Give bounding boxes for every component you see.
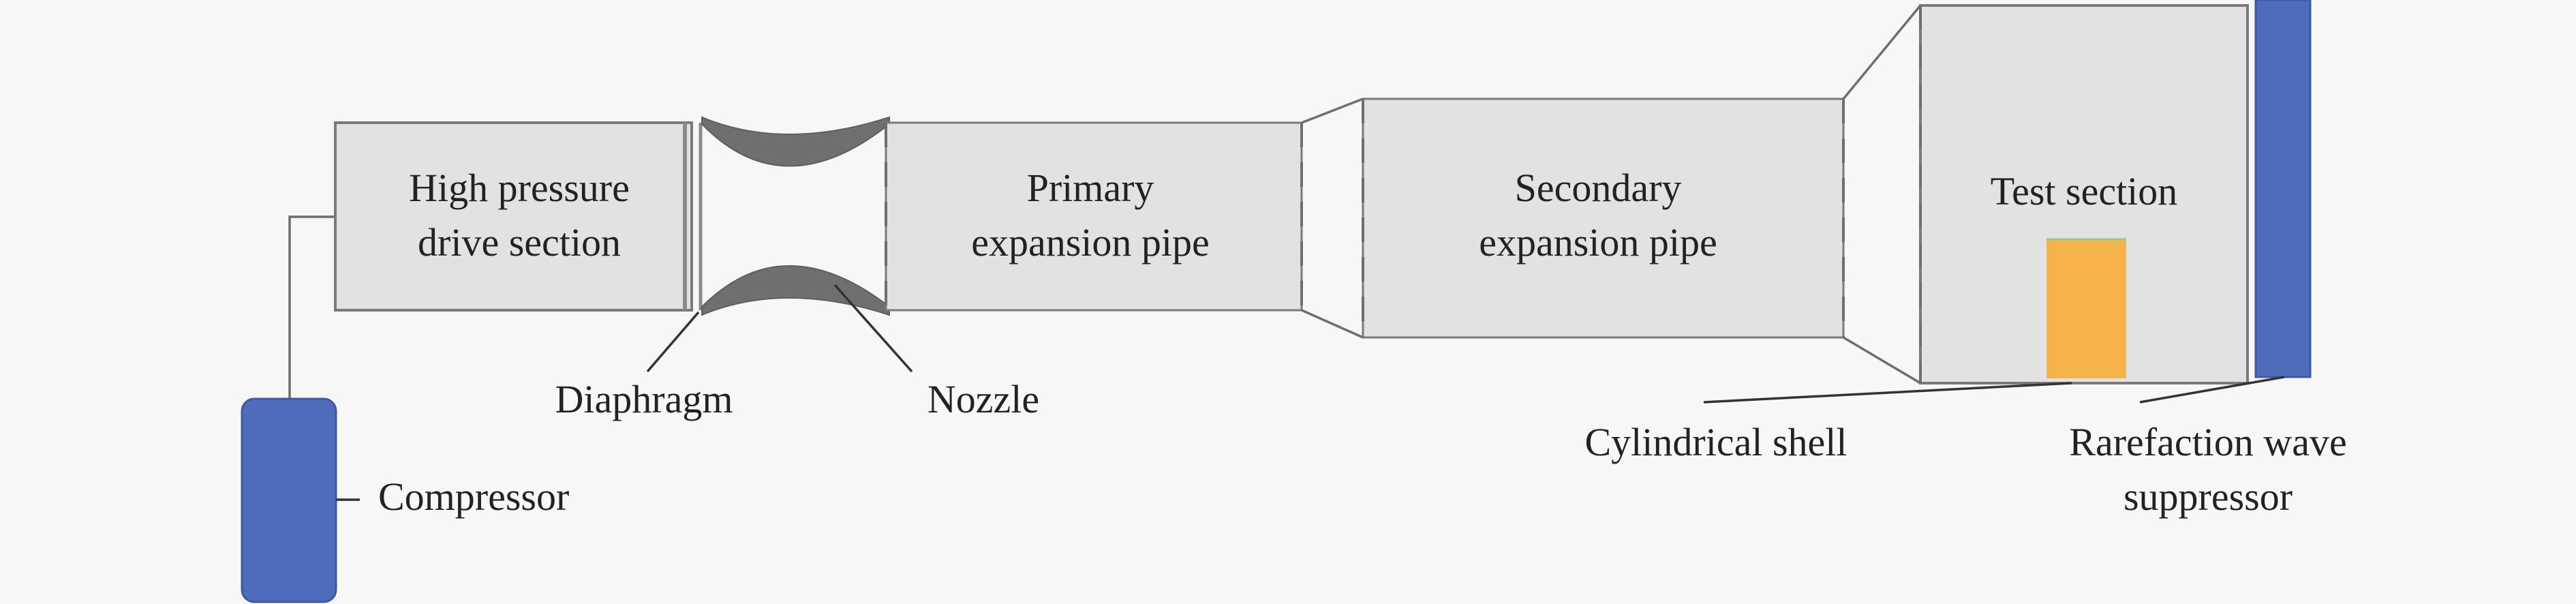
diaphragm-leader: [646, 311, 700, 373]
transition-line-lower: [1301, 309, 1364, 339]
cylindrical-shell-leader: [1703, 382, 2072, 404]
secondary-label-line1: Secondary: [1515, 166, 1682, 210]
primary-label-line1: Primary: [1027, 166, 1154, 210]
test-section-label: Test section: [1991, 169, 2178, 213]
transition-line-upper: [1301, 97, 1364, 124]
high-pressure-drive-section: [334, 121, 693, 312]
secondary-expansion-pipe: [1362, 97, 1845, 339]
high-pressure-label-line2: drive section: [418, 220, 621, 265]
rarefaction-wave-suppressor: [2254, 0, 2312, 378]
nozzle-upper: [701, 116, 890, 167]
primary-expansion-pipe: [885, 121, 1303, 312]
suppressor-label-line2: suppressor: [2123, 474, 2293, 519]
transition-line-upper-test: [1842, 4, 1922, 100]
nozzle-leader: [833, 284, 913, 373]
compressor-label: Compressor: [378, 474, 569, 519]
cylindrical-shell: [2046, 239, 2126, 378]
high-pressure-label-line1: High pressure: [409, 166, 630, 210]
compressor: [241, 397, 337, 603]
cylindrical-shell-label: Cylindrical shell: [1585, 420, 1847, 464]
suppressor-label-line1: Rarefaction wave: [2069, 420, 2346, 464]
nozzle-lower: [701, 265, 890, 316]
nozzle-label: Nozzle: [927, 377, 1039, 421]
primary-label-line2: expansion pipe: [971, 220, 1210, 265]
secondary-label-line2: expansion pipe: [1479, 220, 1717, 265]
transition-line-lower-test: [1843, 336, 1921, 384]
diaphragm-label: Diaphragm: [555, 377, 733, 421]
suppressor-leader: [2139, 376, 2285, 404]
compressor-supply-line: [288, 215, 334, 399]
